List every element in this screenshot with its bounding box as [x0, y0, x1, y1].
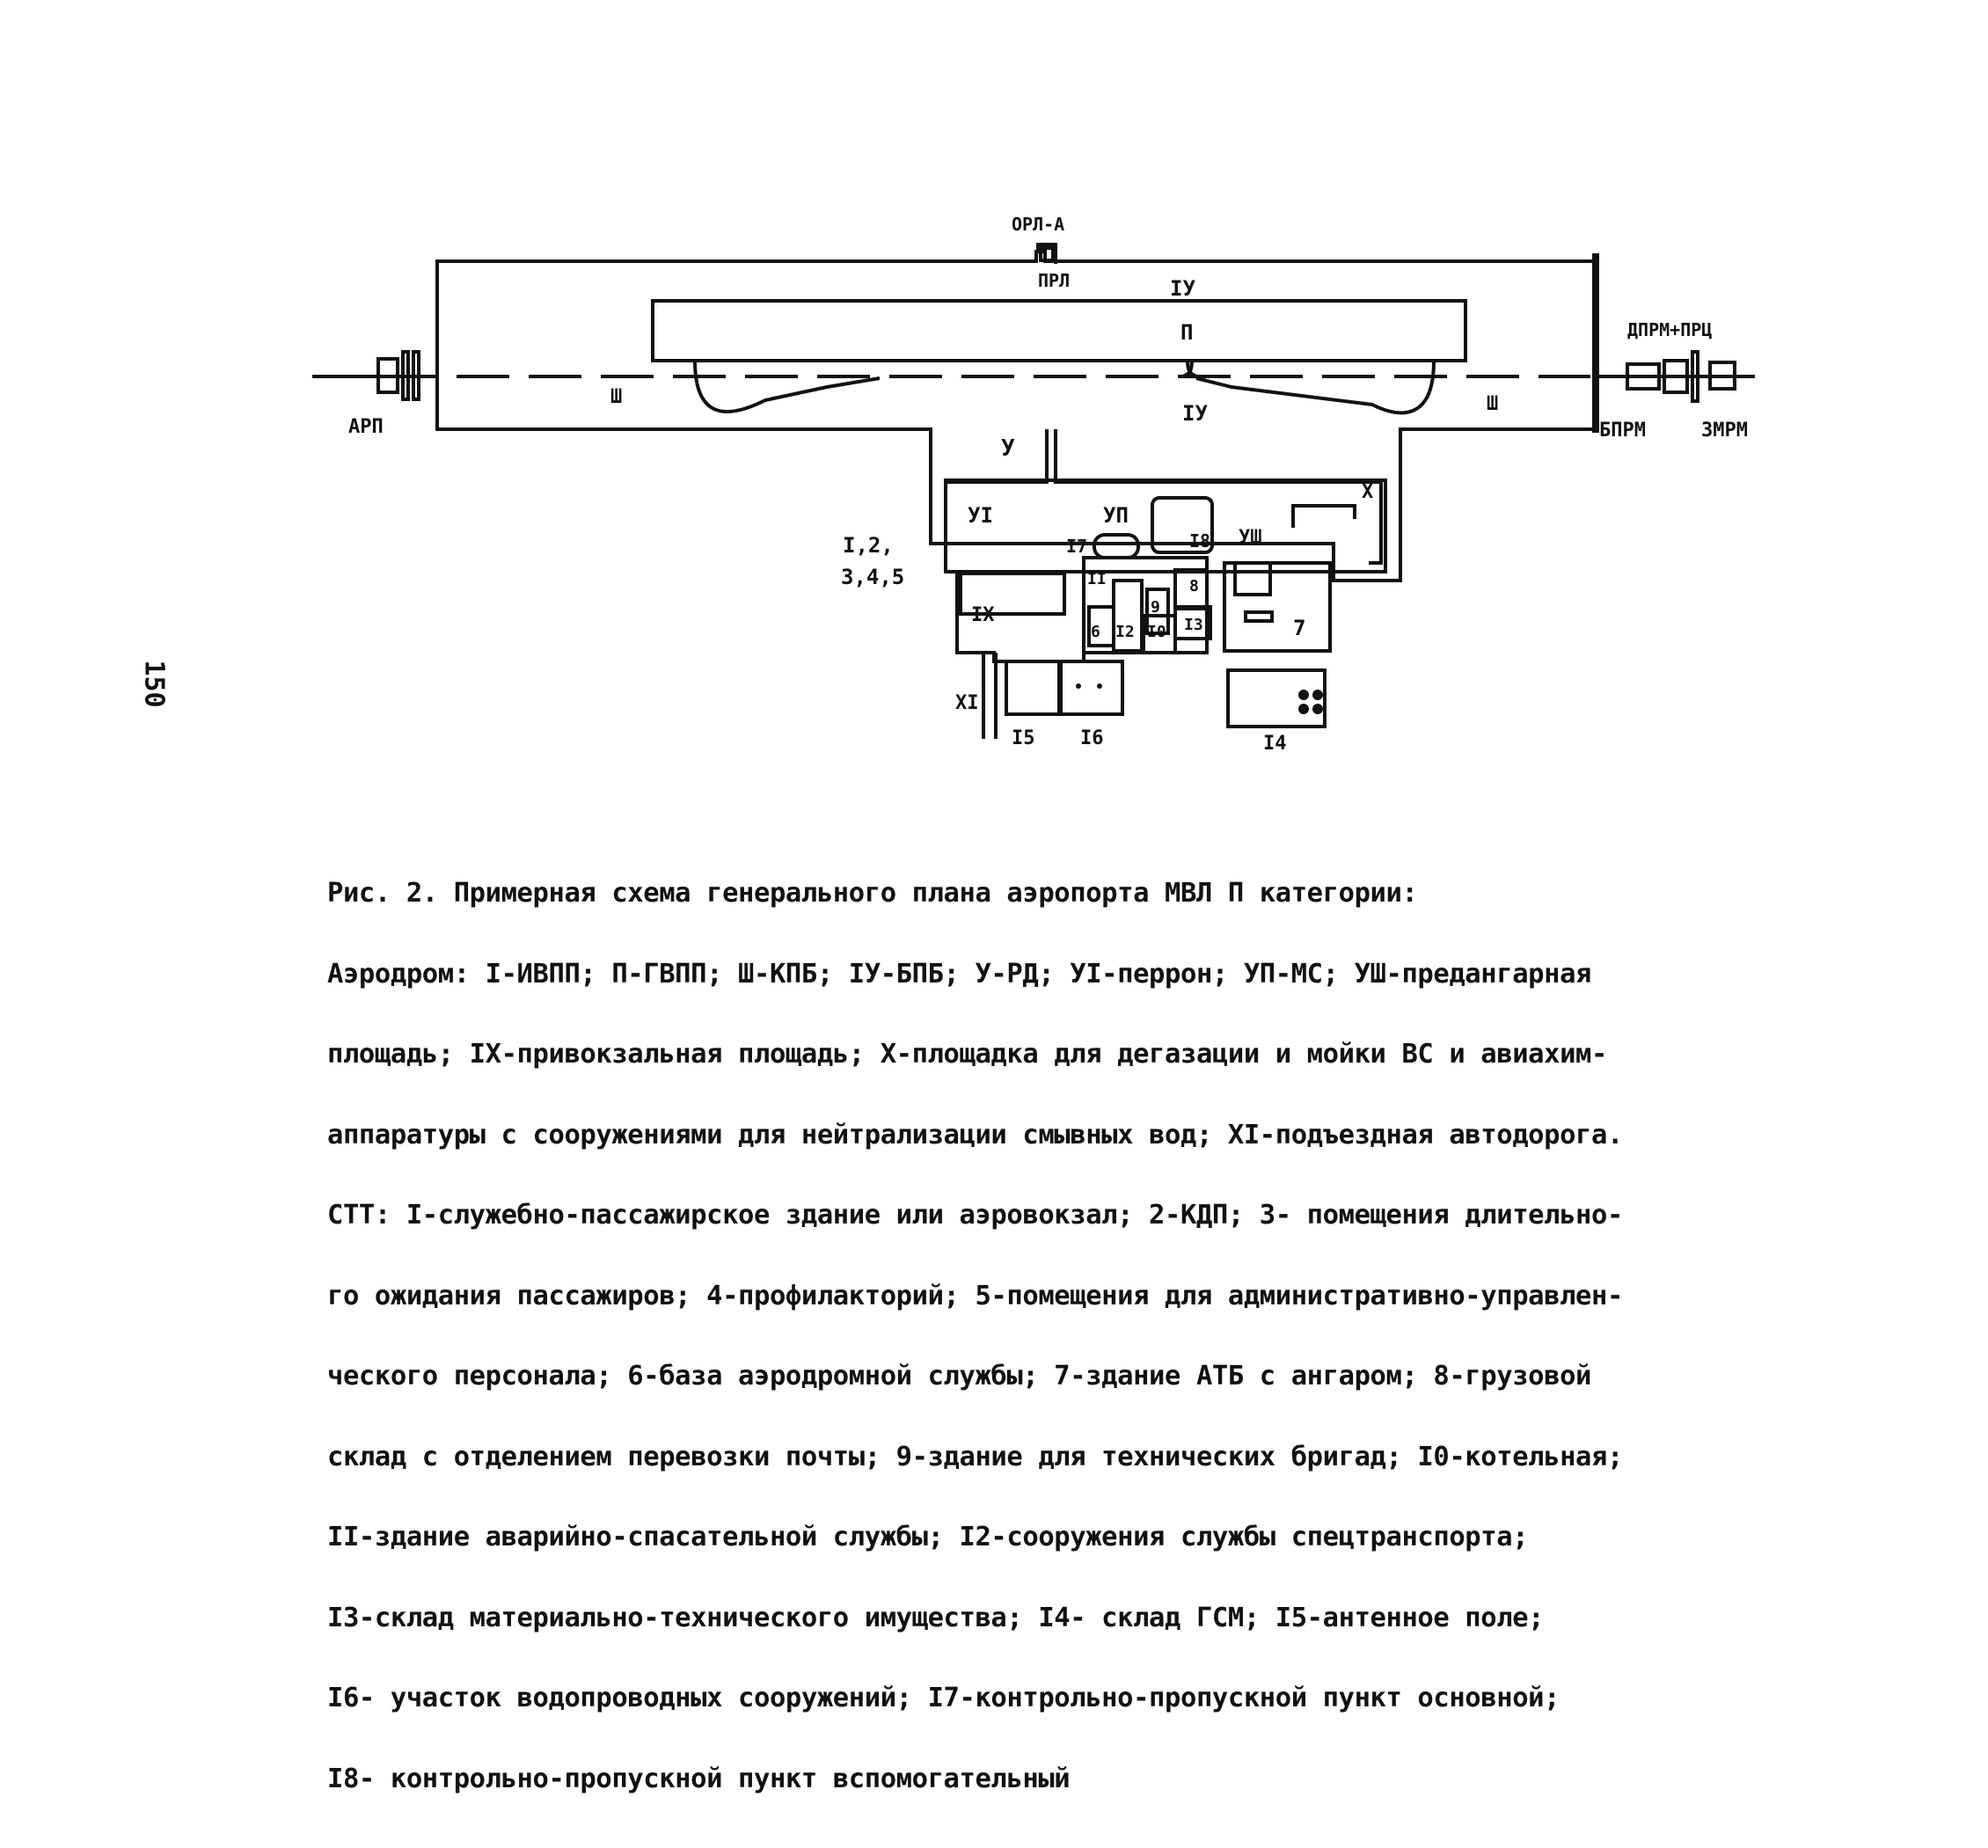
fuel-tank-1: [1298, 690, 1309, 700]
building-9: [1145, 588, 1170, 635]
label-b17: I7: [1066, 536, 1087, 557]
main-runway: [651, 299, 1467, 362]
label-pre-hangar: УШ: [1239, 527, 1262, 549]
label-group-1: I,2,: [843, 533, 894, 558]
building-6: [1087, 605, 1115, 647]
antenna-1: [1076, 683, 1081, 689]
label-strip-right: Ш: [1487, 393, 1498, 415]
caption-line: II-здание аварийно-спасательной службы; …: [327, 1522, 1529, 1552]
apron-area: [944, 478, 1387, 573]
caption-line: Рис. 2. Примерная схема генерального пла…: [327, 878, 1418, 909]
label-group-2: 3,4,5: [841, 565, 904, 589]
label-ms: УП: [1103, 503, 1129, 528]
taxiway-left: [693, 360, 881, 414]
fuel-tank-4: [1312, 704, 1323, 714]
document-page: 150: [139, 214, 1755, 1792]
label-taxi-link: У: [1001, 435, 1015, 462]
dprm-box-1: [1626, 362, 1661, 391]
building-18-left: [1151, 496, 1214, 554]
label-taxiway-top: IУ: [1170, 276, 1195, 301]
caption-line: площадь; IХ-привокзальная площадь; Х-пло…: [327, 1039, 1607, 1070]
dprm-box-2: [1663, 359, 1689, 394]
bprm-marker: [1592, 253, 1599, 433]
building-10: [1142, 614, 1177, 654]
caption-line: I3-склад материально-технического имущес…: [327, 1602, 1545, 1633]
label-arp: АРП: [348, 416, 384, 438]
dprm-box-3: [1691, 350, 1699, 403]
label-b7: 7: [1293, 616, 1305, 640]
label-access-road: ХI: [955, 692, 979, 714]
figure-caption: Рис. 2. Примерная схема генерального пла…: [327, 827, 1770, 1846]
label-deicing: Х: [1362, 481, 1373, 503]
label-b9: 9: [1151, 598, 1160, 617]
fuel-tank-3: [1298, 704, 1309, 714]
label-orl: ОРЛ-А: [1012, 214, 1064, 235]
label-station-square: IХ: [971, 604, 995, 626]
taxiway-center: [1181, 360, 1198, 378]
label-b15: I5: [1012, 727, 1035, 749]
label-runway-main: П: [1180, 320, 1193, 345]
caption-line: го ожидания пассажиров; 4-профилакторий;…: [327, 1280, 1623, 1311]
access-road: [982, 653, 998, 739]
caption-line: склад с отделением перевозки почты; 9-зд…: [327, 1441, 1623, 1472]
deicing-pad: [1291, 504, 1356, 528]
label-b18: I8: [1189, 530, 1210, 551]
label-dprm: ДПРМ+ПРЦ: [1627, 319, 1712, 340]
label-bprm: БПРМ: [1599, 420, 1646, 442]
building-group-left: [959, 572, 1066, 616]
building-7: [1223, 561, 1332, 653]
building-7-upper: [1233, 561, 1272, 596]
label-b14: I4: [1263, 733, 1287, 755]
label-b10: I0: [1147, 623, 1166, 641]
label-apron: УI: [968, 503, 993, 528]
label-b8: 8: [1189, 577, 1199, 595]
label-b12: I2: [1115, 623, 1135, 641]
label-strip-left: Ш: [610, 386, 622, 408]
arp-marker-2: [412, 350, 420, 401]
caption-line: I6- участок водопроводных сооружений; I7…: [327, 1683, 1560, 1713]
label-taxiway-bottom: IУ: [1182, 401, 1208, 426]
label-b16: I6: [1080, 727, 1104, 749]
taxiway-right: [1195, 360, 1436, 415]
building-16: [1059, 660, 1124, 716]
orl-tower: [1036, 243, 1057, 264]
building-15: [1005, 660, 1061, 716]
mrm-box: [1708, 361, 1736, 391]
arp-marker-1: [401, 350, 410, 401]
fuel-tank-2: [1312, 690, 1323, 700]
caption-line: I8- контрольно-пропускной пункт вспомога…: [327, 1763, 1071, 1794]
prl-box: [1039, 246, 1055, 262]
airport-general-plan-diagram: ОРЛ-А ПРЛ IУ П IУ Ш Ш АРП ДПРМ+ПРЦ БПРМ …: [312, 214, 1755, 755]
label-b6: 6: [1091, 623, 1100, 641]
caption-line: СТТ: I-служебно-пассажирское здание или …: [327, 1200, 1623, 1231]
label-b11: II: [1087, 570, 1107, 588]
caption-line: Аэродром: I-ИВПП; П-ГВПП; Ш-КПБ; IУ-БПБ;…: [327, 958, 1592, 990]
label-prl: ПРЛ: [1038, 270, 1070, 291]
label-b13: I3: [1184, 616, 1203, 634]
caption-line: аппаратуры с сооружениями для нейтрализа…: [327, 1119, 1623, 1150]
label-mrm: ЗМРМ: [1701, 420, 1748, 442]
building-7-small: [1244, 610, 1274, 623]
antenna-2: [1097, 683, 1102, 689]
building-14: [1226, 668, 1327, 728]
arp-station: [376, 357, 399, 394]
caption-line: ческого персонала; 6-база аэродромной сл…: [327, 1361, 1592, 1391]
building-17: [1093, 533, 1140, 559]
